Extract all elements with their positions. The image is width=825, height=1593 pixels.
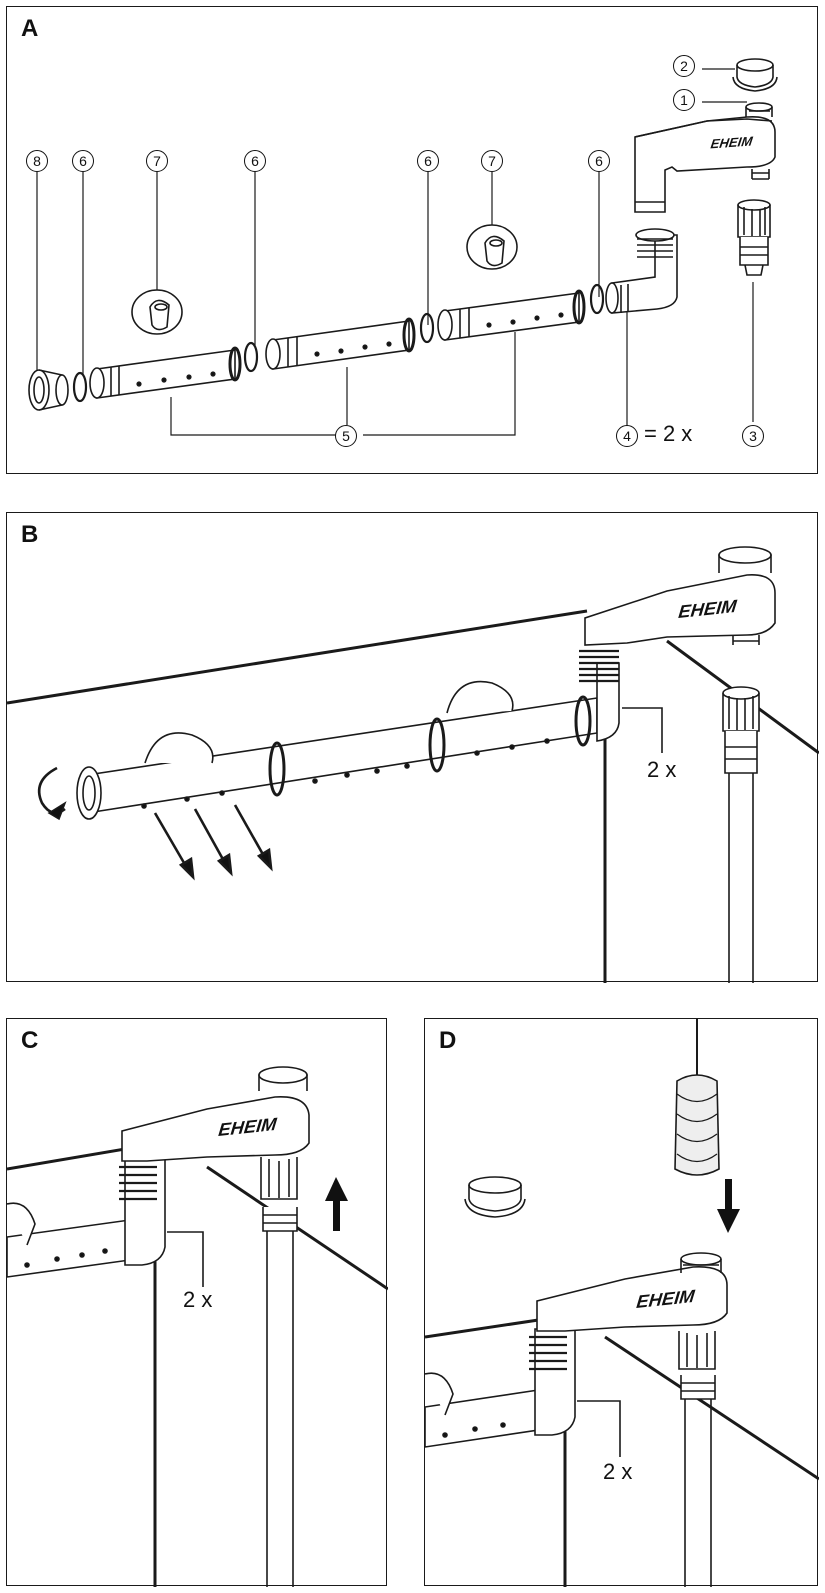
- exploded-parts-diagram: [28, 58, 778, 436]
- outlet-head: [634, 102, 776, 213]
- callout-6a: 6: [72, 150, 94, 172]
- panel-d-label: D: [439, 1027, 457, 1054]
- callout-6b: 6: [244, 150, 266, 172]
- outlet-cap: [732, 58, 778, 92]
- suction-cup-1: [131, 289, 183, 335]
- o-ring-4: [589, 283, 605, 315]
- panel-a: A EHEIM 8 6 7 6 6 7 6 2 1 5 4 = 2 x 3: [6, 6, 818, 474]
- spray-tube-2: [265, 317, 416, 370]
- panel-d: D EHEIM 2 x: [424, 1018, 819, 1587]
- callout-2: 2: [673, 55, 695, 77]
- callout-7a: 7: [146, 150, 168, 172]
- elbow-connector: [605, 228, 678, 314]
- spray-tube-3: [437, 289, 586, 341]
- callout-3: 3: [742, 425, 764, 447]
- leader-lines: [36, 68, 754, 436]
- spray-bar: [76, 695, 598, 820]
- callout-5: 5: [335, 425, 357, 447]
- o-ring-2: [243, 341, 259, 373]
- end-cap-part: [28, 369, 69, 411]
- panel-b: B EHEIM 2 x: [6, 512, 819, 983]
- o-ring-1: [72, 371, 88, 403]
- panel-b-label: B: [21, 521, 39, 548]
- callout-6c: 6: [417, 150, 439, 172]
- assembled-spraybar-diagram: [7, 546, 819, 983]
- callout-4-qty: = 2 x: [644, 421, 693, 446]
- panel-d-qty: 2 x: [603, 1459, 633, 1484]
- brand-logo: EHEIM: [709, 133, 754, 152]
- clean-outlet-diagram: [425, 1019, 819, 1587]
- callout-7b: 7: [481, 150, 503, 172]
- panel-c: C EHEIM 2 x: [6, 1018, 388, 1587]
- remove-hose-diagram: [7, 1066, 388, 1587]
- suction-cup-2: [466, 224, 518, 270]
- spray-tube-1: [89, 346, 242, 399]
- o-ring-3: [419, 312, 435, 344]
- callout-6d: 6: [588, 150, 610, 172]
- panel-c-qty: 2 x: [183, 1287, 213, 1312]
- cleaning-brush: [674, 1074, 720, 1176]
- callout-8: 8: [26, 150, 48, 172]
- panel-a-label: A: [21, 15, 39, 42]
- panel-c-label: C: [21, 1027, 39, 1054]
- hose-connector: [737, 199, 771, 276]
- callout-4: 4: [616, 425, 638, 447]
- panel-b-qty: 2 x: [647, 757, 677, 782]
- callout-1: 1: [673, 89, 695, 111]
